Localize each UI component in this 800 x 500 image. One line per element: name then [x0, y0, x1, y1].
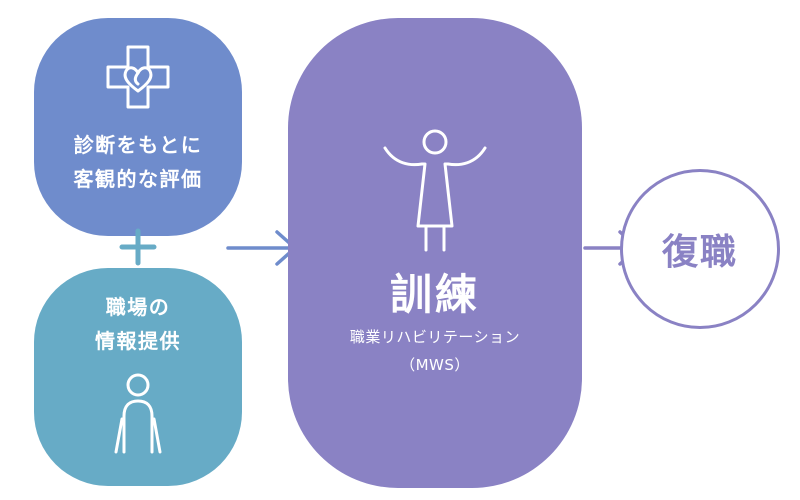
return-to-work-circle: 復職 — [620, 169, 780, 329]
workplace-text-line-1: 職場の — [105, 295, 171, 319]
training-subtitle: 職業リハビリテーション — [349, 328, 521, 346]
person-icon — [113, 372, 163, 460]
training-abbreviation: （MWS） — [400, 356, 470, 374]
workplace-info-card: 職場の 情報提供 — [34, 268, 242, 486]
plus-icon — [119, 228, 157, 266]
workplace-text-line-2: 情報提供 — [95, 329, 181, 353]
medical-cross-heart-icon — [105, 44, 171, 114]
return-to-work-label: 復職 — [661, 232, 738, 273]
training-title: 訓練 — [389, 270, 480, 319]
person-arms-open-icon — [380, 128, 490, 256]
diagnosis-card: 診断をもとに 客観的な評価 — [34, 18, 242, 236]
diagnosis-text-line-1: 診断をもとに — [73, 133, 203, 157]
training-card: 訓練 職業リハビリテーション （MWS） — [288, 18, 582, 488]
diagnosis-text-line-2: 客観的な評価 — [73, 167, 203, 191]
